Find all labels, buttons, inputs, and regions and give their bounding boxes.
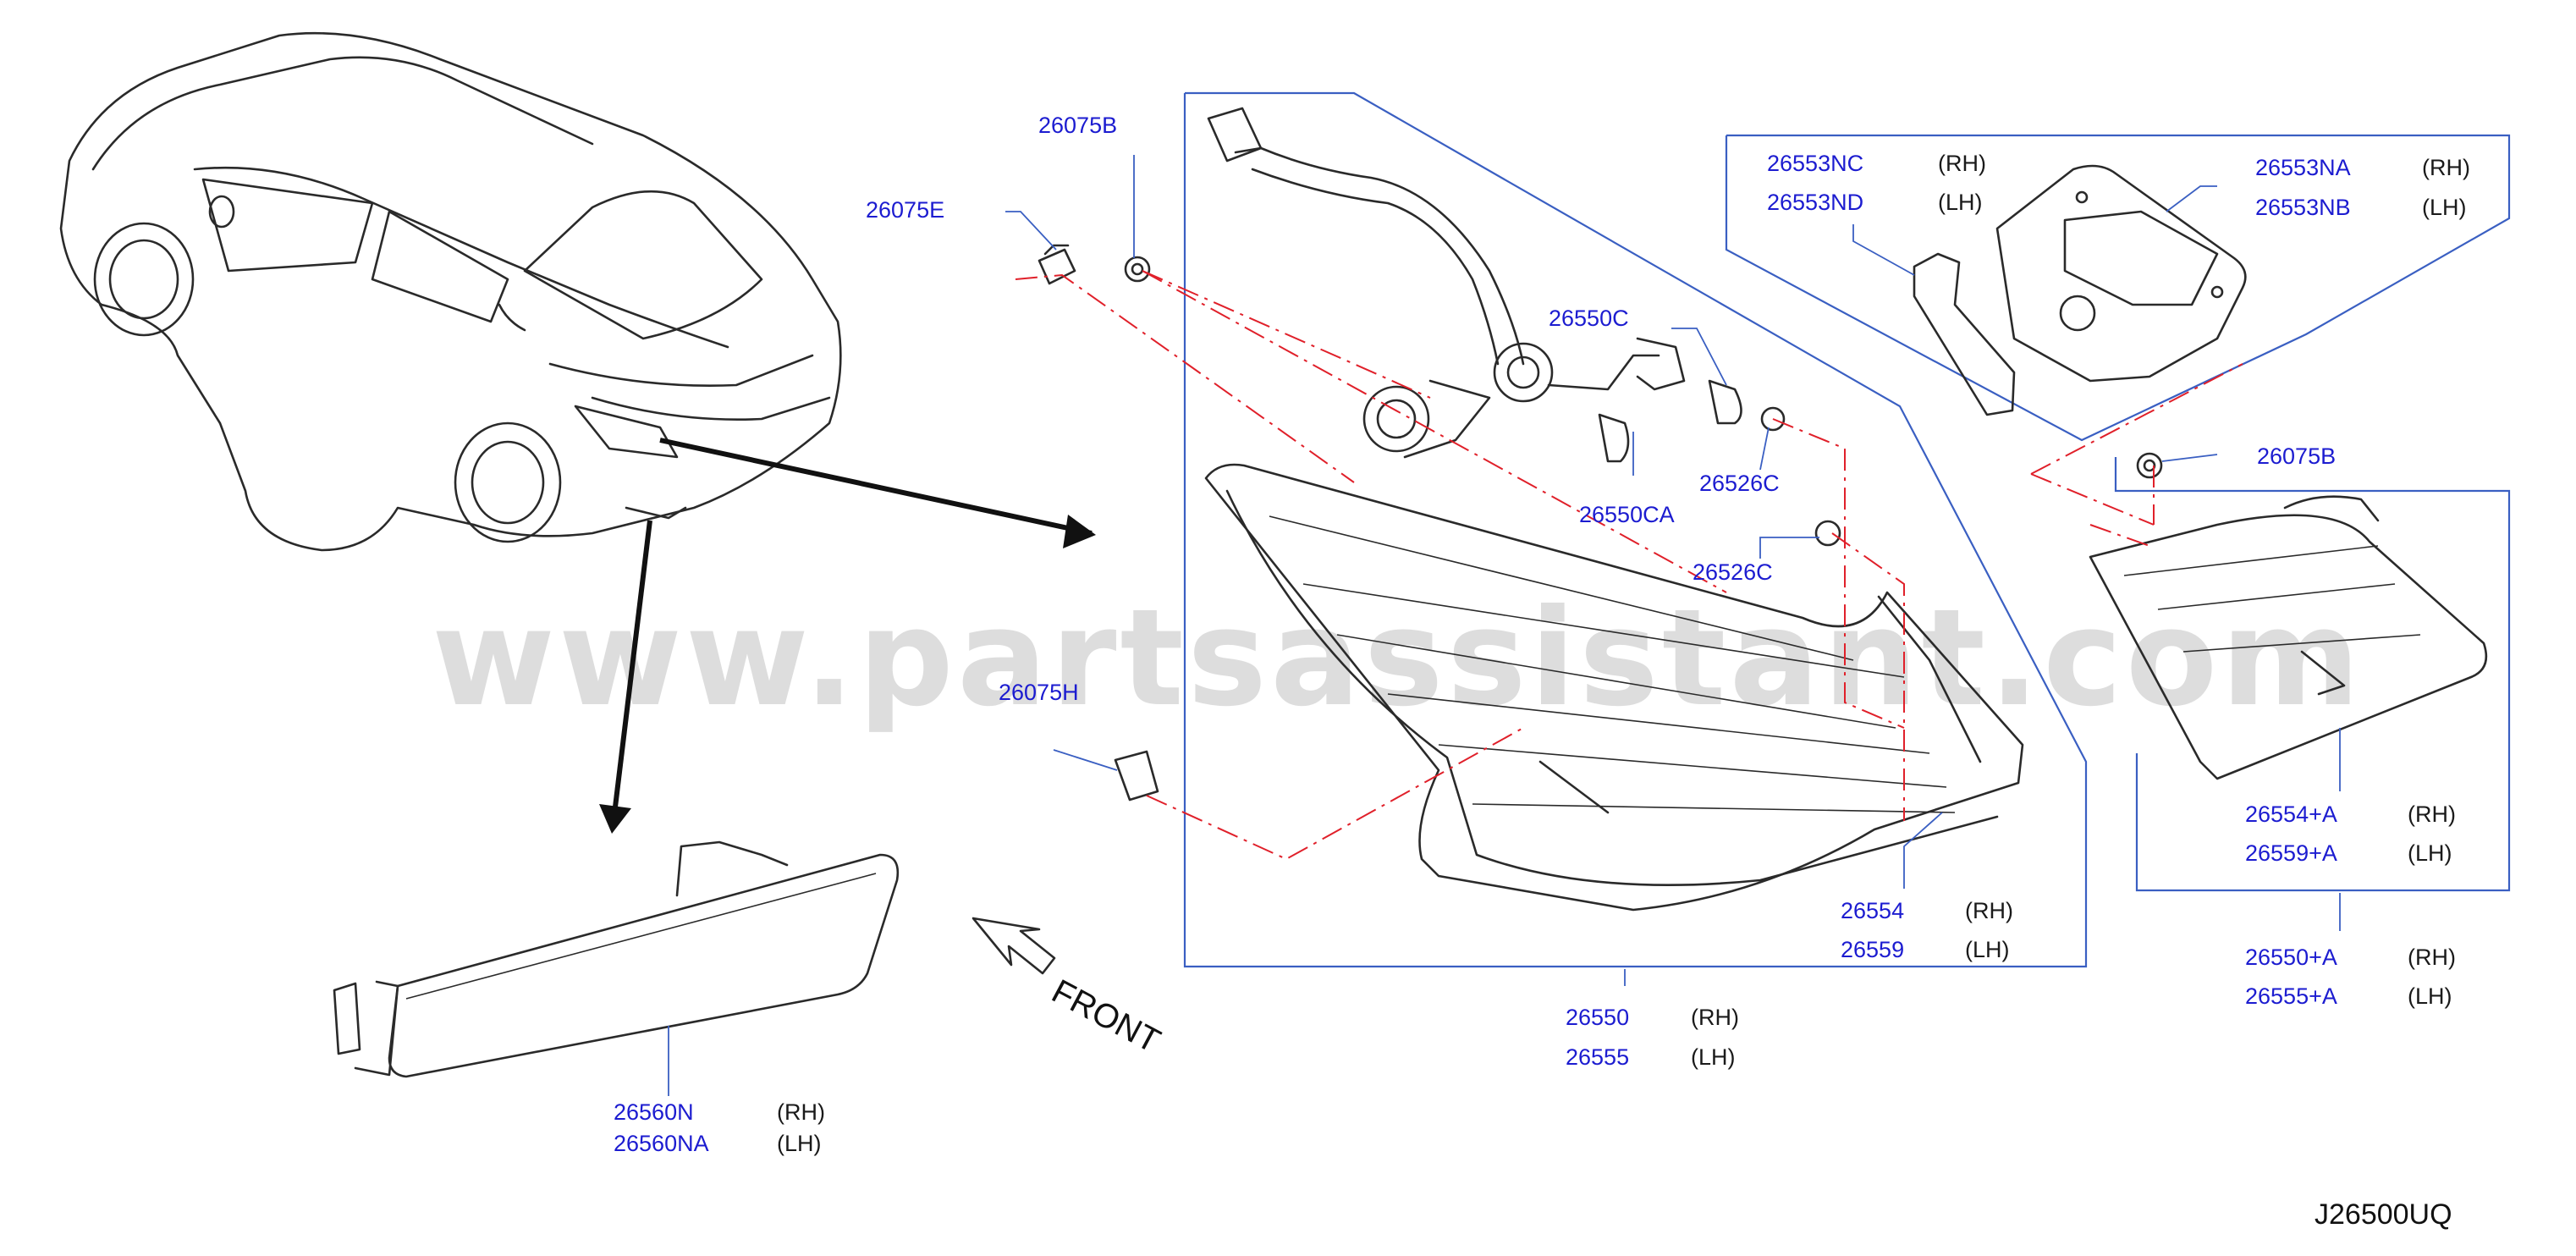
nut-26075B-right: [2136, 452, 2163, 479]
clip-26075E: [1038, 244, 1076, 285]
label-26550: 26550: [1566, 1005, 1629, 1030]
label-26560NA: 26560NA: [614, 1131, 709, 1156]
side-lh: (LH): [1938, 190, 1983, 215]
label-26553ND: 26553ND: [1767, 190, 1863, 215]
tail-lamp-assembly-frame: [1183, 91, 2088, 968]
label-26075E: 26075E: [866, 197, 944, 223]
side-rh: (RH): [2408, 802, 2456, 827]
side-rh: (RH): [1965, 898, 2013, 923]
car-illustration: [59, 31, 842, 552]
clip-26075H: [1114, 750, 1159, 802]
side-rh: (RH): [777, 1099, 825, 1125]
label-26554: 26554: [1841, 898, 1904, 923]
label-26554A: 26554+A: [2245, 802, 2337, 827]
label-26550CA: 26550CA: [1579, 502, 1675, 527]
label-26075H: 26075H: [999, 680, 1079, 705]
part-labels: 26075B 26075E 26075H 26550C 26550CA 2652…: [614, 113, 2470, 1156]
label-26075B-right: 26075B: [2257, 443, 2336, 469]
label-26555: 26555: [1566, 1044, 1629, 1070]
front-label: FRONT: [1046, 972, 1166, 1060]
front-direction-indicator: FRONT: [972, 917, 1166, 1060]
label-26553NA: 26553NA: [2255, 155, 2351, 180]
watermark: www.partsassistant.com: [432, 581, 2364, 736]
finisher-frame: [1725, 134, 2511, 442]
side-rh: (RH): [1938, 151, 1986, 176]
side-rh: (RH): [2422, 155, 2470, 180]
side-lh: (LH): [1691, 1044, 1736, 1070]
label-26526C-b: 26526C: [1693, 559, 1773, 585]
leader-lines: [668, 155, 2341, 1096]
arrow-to-tail-lamp: [659, 438, 1093, 536]
label-26550A: 26550+A: [2245, 945, 2337, 970]
nut-26075B-top: [1124, 256, 1151, 283]
label-26075B-top: 26075B: [1038, 113, 1117, 138]
tail-lamp-body: [1204, 463, 2024, 912]
label-26559: 26559: [1841, 937, 1904, 962]
assembly-guide-lines: [1015, 270, 2243, 861]
side-lh: (LH): [1965, 937, 2010, 962]
label-26555A: 26555+A: [2245, 983, 2337, 1009]
arrow-to-reflector: [611, 520, 652, 822]
side-lh: (LH): [777, 1131, 822, 1156]
inner-lamp-frame: [2114, 457, 2511, 892]
lamp-finisher-bracket: [1995, 164, 2247, 383]
label-26550C: 26550C: [1549, 306, 1629, 331]
inner-combination-lamp: [2089, 495, 2488, 780]
diagram-code: J26500UQ: [2315, 1198, 2452, 1231]
label-26560N: 26560N: [614, 1099, 694, 1125]
side-rh: (RH): [1691, 1005, 1739, 1030]
label-26526C-a: 26526C: [1699, 471, 1780, 496]
side-lh: (LH): [2408, 840, 2452, 866]
side-lh: (LH): [2408, 983, 2452, 1009]
bulb-socket-harness: [1207, 107, 1841, 547]
label-26553NB: 26553NB: [2255, 195, 2351, 220]
side-lh: (LH): [2422, 195, 2467, 220]
label-26559A: 26559+A: [2245, 840, 2337, 866]
label-26553NC: 26553NC: [1767, 151, 1863, 176]
rear-reflex-reflector: [333, 840, 900, 1078]
finisher-bracket-small: [1913, 252, 2016, 416]
side-rh: (RH): [2408, 945, 2456, 970]
